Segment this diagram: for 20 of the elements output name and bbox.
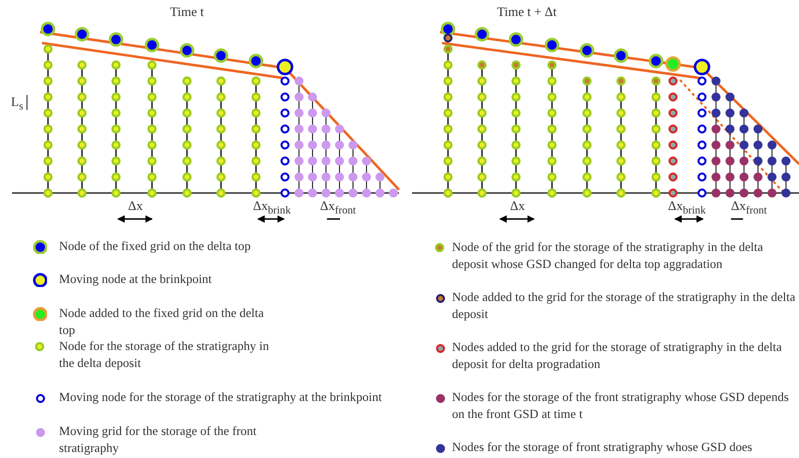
dimension-label: Δx$_{brink}$ xyxy=(668,198,706,219)
legend-text: Moving node at the brinkpoint xyxy=(59,271,213,288)
legend-text: Moving node for the storage of the stratigraphy at the brinkpoint xyxy=(59,389,382,406)
legend-text: Moving grid for the storage of the front stratigraphy xyxy=(59,423,258,457)
axis-label: L$_{s}$ xyxy=(11,94,24,115)
dimension-label: Δx$_{front}$ xyxy=(731,198,767,219)
panel-title: Time t + Δt xyxy=(497,4,557,20)
legend-text: Nodes added to the grid for the storage of stratigraphy in the delta deposit for delta progradation xyxy=(452,339,783,373)
dimension-label: Δx$_{brink}$ xyxy=(253,198,291,219)
legend-text: Node added to the grid for the storage of the stratigraphy in the delta deposit xyxy=(452,289,796,323)
legend-text: Node of the fixed grid on the delta top xyxy=(59,238,252,255)
legend-text: Node of the grid for the storage of the stratigraphy in the delta deposit whose GSD changed for delta top aggradation xyxy=(452,239,764,273)
legend-text: Nodes for the storage of the front stratigraphy whose GSD depends on the front GSD at time t xyxy=(452,389,790,423)
legend-text: Nodes for the storage of front stratigraphy whose GSD does xyxy=(452,439,754,456)
dimension-label: Δx xyxy=(510,198,525,214)
dimension-label: Δx$_{front}$ xyxy=(320,198,356,219)
panel-title: Time t xyxy=(170,4,204,20)
legend-text: Node for the storage of the stratigraphy in the delta deposit xyxy=(59,338,270,372)
dimension-label: Δx xyxy=(128,198,143,214)
legend-text: Node added to the fixed grid on the delta top xyxy=(59,305,265,339)
